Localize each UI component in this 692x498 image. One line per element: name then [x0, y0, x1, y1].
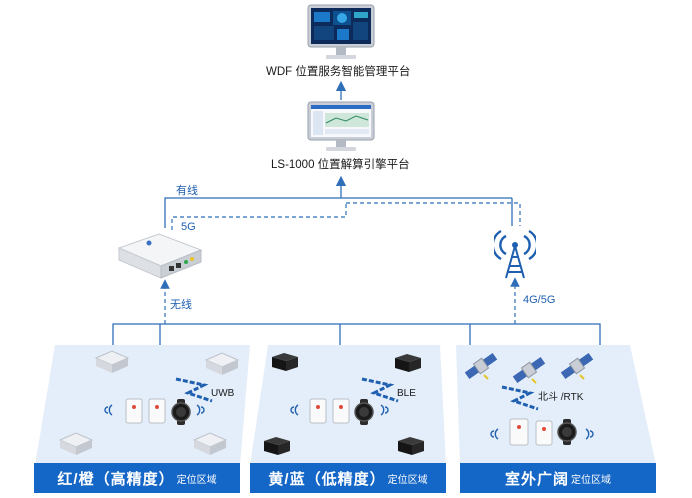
satellite-icon — [464, 352, 498, 380]
zone-2-tech-label: BLE — [397, 388, 416, 399]
cell-tower-icon — [494, 229, 536, 279]
ble-beacon-icon — [272, 353, 298, 371]
zone-2-subtitle: 定位区域 — [387, 474, 428, 486]
tag-card-icon — [509, 418, 529, 446]
ls1000-monitor-icon — [307, 101, 375, 151]
ble-beacon-icon — [264, 437, 290, 455]
ble-beacon-icon — [395, 354, 421, 372]
zone-3-title: 室外广阔 — [504, 470, 569, 488]
zone-2-content: BLE — [250, 345, 450, 463]
zone-2-title-bar: 黄/蓝（低精度） 定位区域 — [250, 463, 446, 493]
tag-card-icon — [148, 398, 166, 424]
tag-card-icon — [535, 420, 553, 446]
wired-line — [164, 197, 512, 228]
smartwatch-icon — [557, 419, 577, 445]
signal-waves-icon — [196, 404, 205, 416]
uwb-anchor-icon — [58, 432, 94, 455]
uwb-anchor-icon — [192, 432, 228, 455]
ble-beacon-icon — [398, 437, 424, 455]
bottom-bus — [112, 323, 601, 345]
dashed-5g-line — [171, 203, 347, 230]
zone-1-content: UWB — [40, 345, 250, 463]
dashed-tower-line — [346, 202, 521, 226]
zone-3-title-bar: 室外广阔 定位区域 — [460, 463, 656, 493]
wdf-monitor-icon — [307, 4, 375, 59]
zone-2-title: 黄/蓝（低精度） — [268, 470, 386, 488]
zone-3-tech-label: 北斗 /RTK — [538, 392, 584, 403]
lightning-icon — [501, 385, 539, 411]
signal-waves-icon — [290, 404, 299, 416]
zone-1-title: 红/橙（高精度） — [57, 470, 175, 488]
lightning-icon — [361, 377, 399, 403]
gateway-device-icon — [117, 233, 203, 279]
satellite-icon — [512, 356, 546, 384]
tag-card-icon — [309, 398, 327, 424]
uwb-anchor-icon — [204, 352, 240, 375]
satellite-icon — [560, 352, 594, 380]
zone-3-content: 北斗 /RTK — [456, 345, 666, 463]
signal-waves-icon — [585, 428, 594, 440]
tag-card-icon — [125, 398, 143, 424]
zone-1-tech-label: UWB — [211, 388, 235, 399]
5g-label: 5G — [181, 221, 196, 233]
4g5g-label: 4G/5G — [523, 294, 556, 306]
zone-3-subtitle: 定位区域 — [571, 474, 611, 486]
wired-label: 有线 — [176, 185, 198, 197]
uwb-anchor-icon — [94, 350, 130, 373]
wdf-platform-label: WDF 位置服务智能管理平台 — [266, 66, 411, 78]
signal-waves-icon — [490, 428, 499, 440]
wireless-label: 无线 — [170, 299, 192, 311]
tag-card-icon — [332, 398, 350, 424]
lightning-icon — [175, 377, 213, 403]
zone-1-subtitle: 定位区域 — [176, 474, 217, 486]
smartwatch-icon — [354, 399, 374, 425]
signal-waves-icon — [104, 404, 113, 416]
ls1000-platform-label: LS-1000 位置解算引擎平台 — [271, 159, 410, 171]
signal-waves-icon — [380, 404, 389, 416]
smartwatch-icon — [171, 399, 191, 425]
zone-1-title-bar: 红/橙（高精度） 定位区域 — [34, 463, 240, 493]
